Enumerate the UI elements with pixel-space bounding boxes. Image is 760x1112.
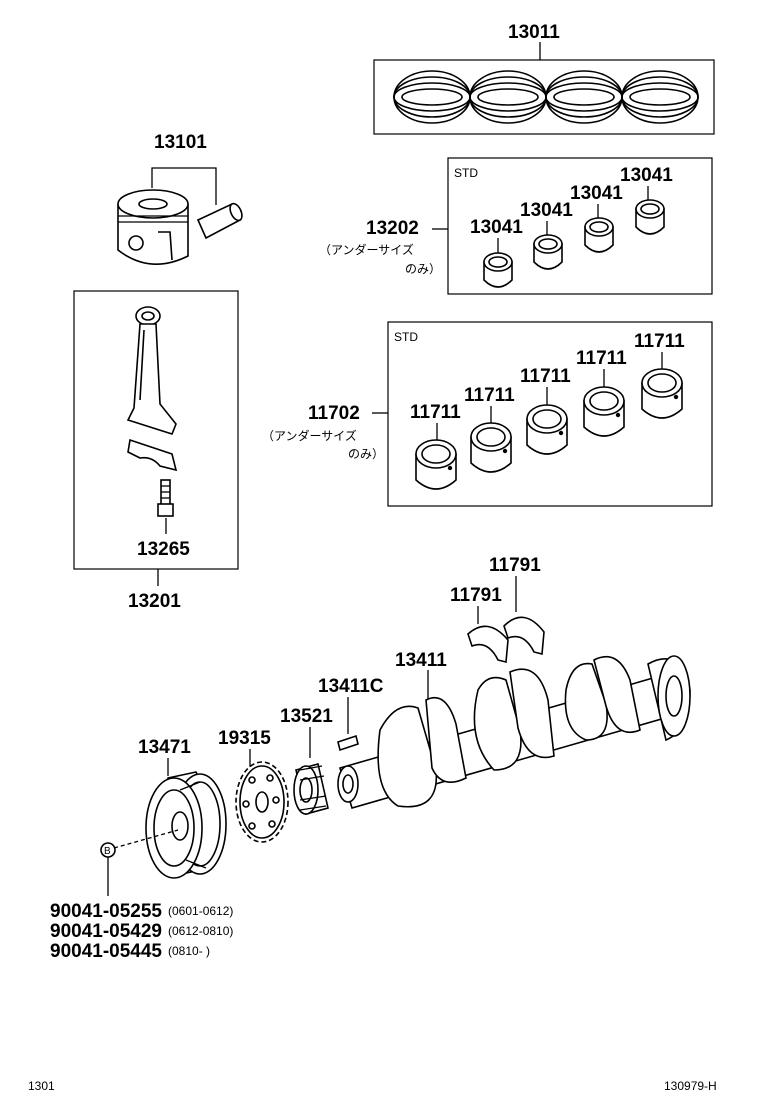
conrod-icon[interactable] <box>126 306 178 472</box>
ring-set-label[interactable]: 13011 <box>508 22 560 43</box>
sprocket-label[interactable]: 19315 <box>218 728 271 749</box>
main-bearing-label[interactable]: 11702 <box>308 403 360 424</box>
thrust-washer-lower-icon[interactable] <box>467 625 509 664</box>
pulley-group: 13471 <box>138 737 227 879</box>
footer-drawing-code: 130979-H <box>664 1079 717 1093</box>
piston-icon[interactable] <box>117 189 189 265</box>
conrod-bearing-shells <box>483 199 665 288</box>
crank-key-icon[interactable] <box>337 734 359 752</box>
ring-set-group: 13011 <box>373 22 715 135</box>
conrod-bearing-size-3[interactable]: 13041 <box>570 183 623 204</box>
bolt-marker-group: B <box>100 829 179 896</box>
main-bearing-box <box>387 321 713 507</box>
thrust-washer-upper-icon[interactable] <box>503 616 545 656</box>
piston-group: 13101 <box>117 132 244 265</box>
thrust-washer-upper-label[interactable]: 11791 <box>489 555 541 576</box>
conrod-bearing-std: STD <box>454 166 478 180</box>
sprocket-group: 19315 <box>218 728 289 843</box>
main-bearing-group: STD 11702 （アンダーサイズ のみ） 11711 11711 11711… <box>262 321 713 507</box>
conrod-bolt-label[interactable]: 13265 <box>137 539 190 560</box>
piston-pin-icon[interactable] <box>196 202 244 240</box>
bolt-range-2: (0612-0810) <box>168 924 233 938</box>
main-bearing-note-1: （アンダーサイズ <box>262 428 357 443</box>
crankshaft-label[interactable]: 13411 <box>395 650 447 671</box>
conrod-bearing-label[interactable]: 13202 <box>366 218 419 239</box>
main-bearing-std: STD <box>394 330 418 344</box>
conrod-box <box>73 290 239 570</box>
bolt-part-3[interactable]: 90041-05445 <box>50 941 162 962</box>
crank-pulley-icon[interactable] <box>145 771 227 879</box>
conrod-bearing-size-4[interactable]: 13041 <box>620 165 673 186</box>
main-bearing-size-1[interactable]: 11711 <box>410 402 461 423</box>
crank-key-group: 13411C <box>318 676 384 752</box>
crank-key-label[interactable]: 13411C <box>318 676 384 697</box>
conrod-group: 13265 13201 <box>73 290 239 612</box>
bolt-range-3: (0810- ) <box>168 944 210 958</box>
bolt-part-1[interactable]: 90041-05255 <box>50 901 162 922</box>
main-bearing-note-2: のみ） <box>348 447 384 461</box>
piston-rings <box>393 70 699 124</box>
conrod-bolt-icon[interactable] <box>157 479 174 517</box>
pulley-label[interactable]: 13471 <box>138 737 191 758</box>
crankshaft-icon[interactable] <box>337 655 691 809</box>
conrod-bearing-note-2: のみ） <box>405 262 441 276</box>
thrust-washer-lower-label[interactable]: 11791 <box>450 585 502 606</box>
sprocket-icon[interactable] <box>235 761 289 843</box>
bolt-range-1: (0601-0612) <box>168 904 233 918</box>
conrod-bearing-size-1[interactable]: 13041 <box>470 217 523 238</box>
conrod-bearing-size-2[interactable]: 13041 <box>520 200 573 221</box>
main-bearing-size-2[interactable]: 11711 <box>464 385 515 406</box>
main-bearing-size-3[interactable]: 11711 <box>520 366 571 387</box>
conrod-bearing-group: STD 13202 （アンダーサイズ のみ） 13041 13041 13041… <box>319 157 713 295</box>
crank-gear-label[interactable]: 13521 <box>280 706 333 727</box>
bolt-marker-letter: B <box>104 846 111 857</box>
conrod-bearing-note-1: （アンダーサイズ <box>319 242 414 257</box>
crank-gear-icon[interactable] <box>293 763 329 815</box>
bolt-part-2[interactable]: 90041-05429 <box>50 921 162 942</box>
thrust-washer-group: 11791 11791 <box>450 555 545 664</box>
ring-set-box <box>373 59 715 135</box>
crankshaft-group: 13411 <box>337 650 691 809</box>
conrod-bearing-box <box>447 157 713 295</box>
main-bearing-shells <box>415 368 683 490</box>
piston-label[interactable]: 13101 <box>154 132 207 153</box>
main-bearing-size-5[interactable]: 11711 <box>634 331 685 352</box>
main-bearing-size-4[interactable]: 11711 <box>576 348 627 369</box>
crank-gear-group: 13521 <box>280 706 333 815</box>
conrod-assy-label[interactable]: 13201 <box>128 591 181 612</box>
bolt-list: 90041-05255 (0601-0612) 90041-05429 (061… <box>50 901 233 962</box>
footer-page-code: 1301 <box>28 1079 55 1093</box>
